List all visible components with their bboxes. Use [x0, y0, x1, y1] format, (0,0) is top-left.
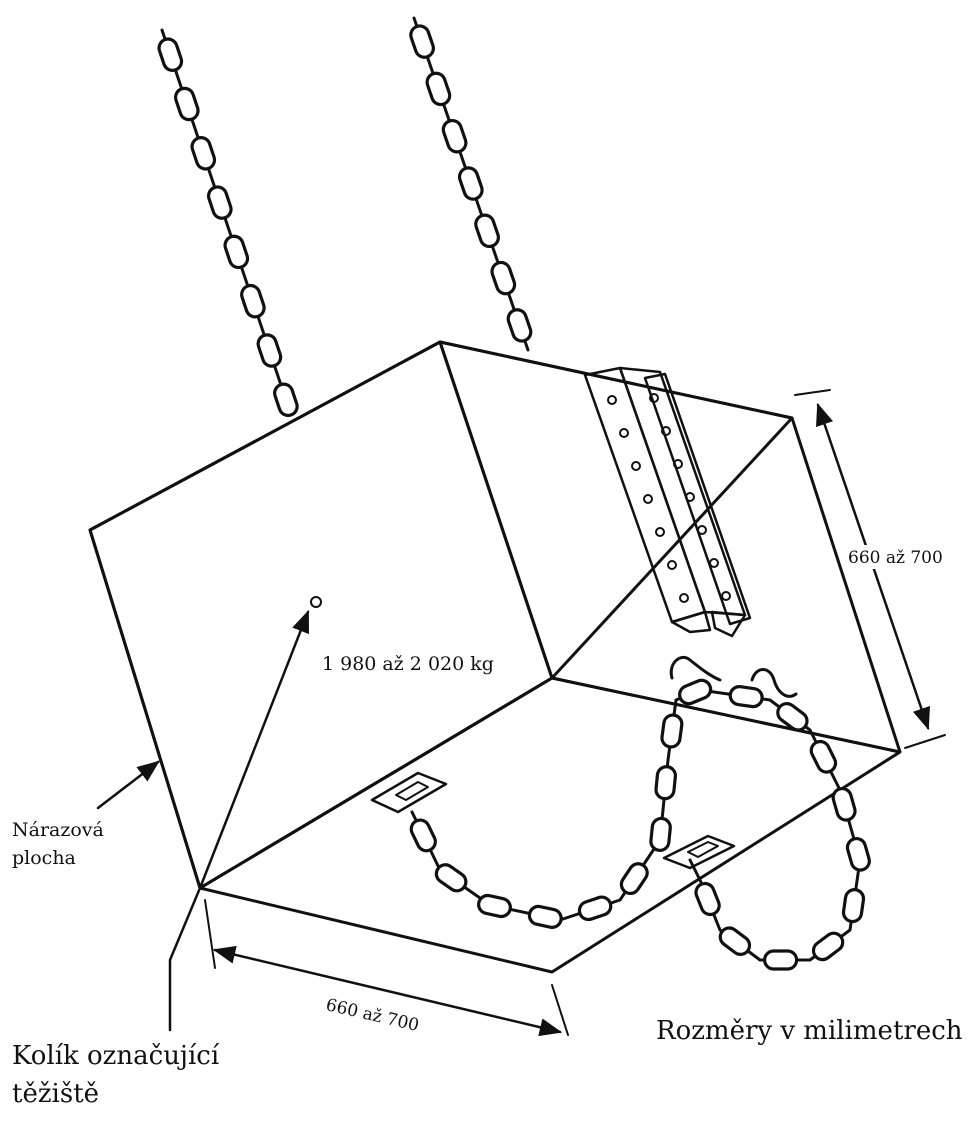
suspension-chain-left	[157, 28, 299, 418]
units-note: Rozměry v milimetrech	[656, 1016, 963, 1046]
lower-chain-link-4	[577, 895, 613, 922]
lower-chain-link-6	[649, 816, 672, 852]
left-chain-link-3	[206, 185, 233, 220]
right-chain-link-4	[474, 213, 500, 249]
chain-mounting-plate-left	[370, 771, 448, 814]
left-chain-link-6	[256, 333, 283, 368]
left-chain-link-5	[240, 283, 266, 319]
left-chain-link-0	[157, 37, 184, 72]
lower-chain-link-10	[728, 685, 764, 709]
bolt-hole-0-3	[643, 494, 653, 504]
right-chain-link-0	[409, 24, 435, 59]
angle-iron-brackets	[583, 366, 752, 638]
suspension-chain-right	[409, 16, 533, 352]
bolt-hole-1-3	[685, 492, 695, 502]
lower-chain-link-18	[718, 926, 752, 957]
impactor-block	[88, 340, 902, 974]
lower-chain-link-13	[831, 786, 857, 822]
right-chain-link-6	[506, 308, 533, 343]
center-of-gravity-pin	[310, 596, 322, 608]
mass-label: 1 980 až 2 020 kg	[322, 653, 494, 675]
bolt-hole-1-4	[697, 525, 707, 535]
bolt-hole-1-1	[661, 426, 671, 436]
lower-chain-link-9	[678, 678, 713, 706]
pin-leader-line	[168, 886, 202, 1032]
impact-face-leader	[96, 760, 160, 810]
right-chain-link-5	[490, 260, 517, 296]
bolt-hole-1-6	[721, 591, 731, 601]
right-chain-link-3	[457, 166, 484, 201]
height-dimension-label: 660 až 700	[848, 548, 943, 568]
lower-chain-link-5	[619, 862, 649, 896]
lower-chain-link-16	[811, 931, 845, 962]
block-top-face	[88, 340, 794, 890]
pin-label-line2: těžiště	[12, 1079, 99, 1109]
lower-chain-link-2	[477, 893, 512, 919]
bolt-hole-0-2	[631, 461, 641, 471]
width-dimension-label: 660 až 700	[324, 995, 421, 1036]
left-chain-link-2	[190, 136, 217, 171]
lower-chain-link-3	[527, 904, 563, 929]
chain-mounting-plate-right	[662, 834, 736, 870]
lower-chain-link-15	[841, 888, 866, 924]
impact-face-label-line2: plocha	[12, 847, 76, 869]
block-impact-face	[88, 340, 554, 890]
lower-chain-link-14	[845, 836, 871, 872]
lower-chain-link-17	[762, 949, 799, 971]
bolt-hole-1-0	[649, 393, 659, 403]
lower-chain-loops	[409, 678, 871, 971]
lower-chain-link-11	[776, 701, 809, 732]
lower-chain-link-19	[694, 881, 721, 917]
lower-chain-link-8	[660, 713, 684, 749]
pin-label-line1: Kolík označující	[12, 1041, 220, 1071]
hook-upper	[669, 655, 798, 698]
mass-leader-line	[198, 609, 310, 890]
bolt-hole-0-4	[655, 527, 665, 537]
right-chain-link-2	[441, 118, 468, 154]
bolt-hole-1-2	[673, 459, 683, 469]
left-chain-link-4	[223, 234, 250, 270]
lower-chain-link-1	[434, 863, 468, 893]
left-chain-link-1	[173, 86, 200, 122]
bolt-hole-0-1	[619, 428, 629, 438]
lower-chain-link-7	[654, 765, 677, 801]
bolt-hole-0-6	[679, 593, 689, 603]
lower-chain-link-0	[409, 818, 437, 853]
bolt-hole-0-5	[667, 560, 677, 570]
left-chain-link-7	[273, 382, 299, 418]
right-chain-link-1	[425, 71, 452, 107]
lower-chain-link-12	[809, 739, 838, 774]
width-dimension	[204, 899, 569, 1037]
bolt-hole-0-0	[607, 395, 617, 405]
bolt-hole-1-5	[709, 558, 719, 568]
impact-face-label-line1: Nárazová	[12, 819, 104, 841]
